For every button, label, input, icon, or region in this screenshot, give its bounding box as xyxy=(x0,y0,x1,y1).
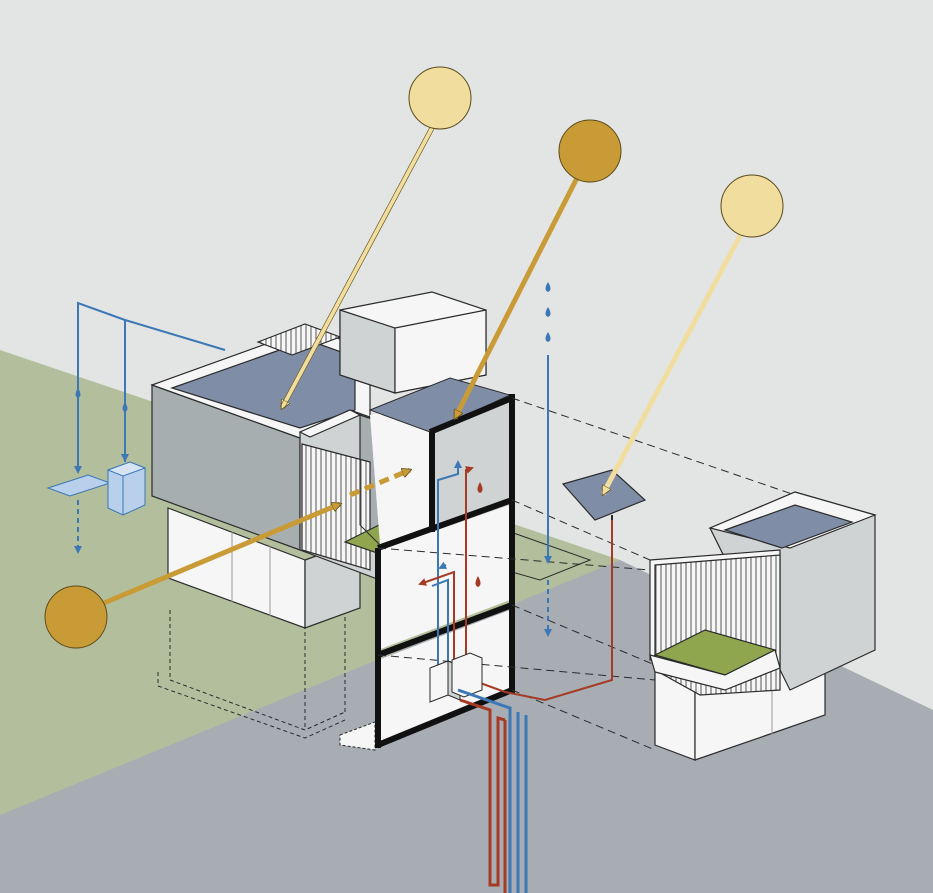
rain-drop-icon xyxy=(122,402,128,412)
rain-drops xyxy=(75,282,551,412)
sun-icon xyxy=(408,66,472,130)
rain-drop-icon xyxy=(545,282,551,292)
section-building xyxy=(339,377,515,751)
left-foundation-outline xyxy=(157,610,346,739)
ground-loop-icon xyxy=(457,688,528,893)
heat-drop-icon xyxy=(477,482,483,493)
rain-drop-icon xyxy=(545,307,551,317)
heat-drops xyxy=(475,482,483,587)
sun-icon xyxy=(720,174,784,238)
projection-lines xyxy=(377,397,796,751)
rainwater-system xyxy=(74,301,552,637)
right-roof-panel xyxy=(723,504,854,549)
structural-frame xyxy=(375,394,515,748)
right-house-volume xyxy=(649,491,877,761)
heat-drop-icon xyxy=(475,576,481,587)
water-tank-icon xyxy=(106,461,147,516)
sun-icon xyxy=(558,119,622,183)
rain-drop-icon xyxy=(75,388,81,398)
rain-drop-icon xyxy=(545,332,551,342)
sun-ray-outlines xyxy=(279,126,435,410)
sun-rays xyxy=(103,126,745,606)
heat-pump-icon xyxy=(429,652,483,703)
sun-icon xyxy=(44,585,108,649)
heat-distribution xyxy=(418,460,613,702)
